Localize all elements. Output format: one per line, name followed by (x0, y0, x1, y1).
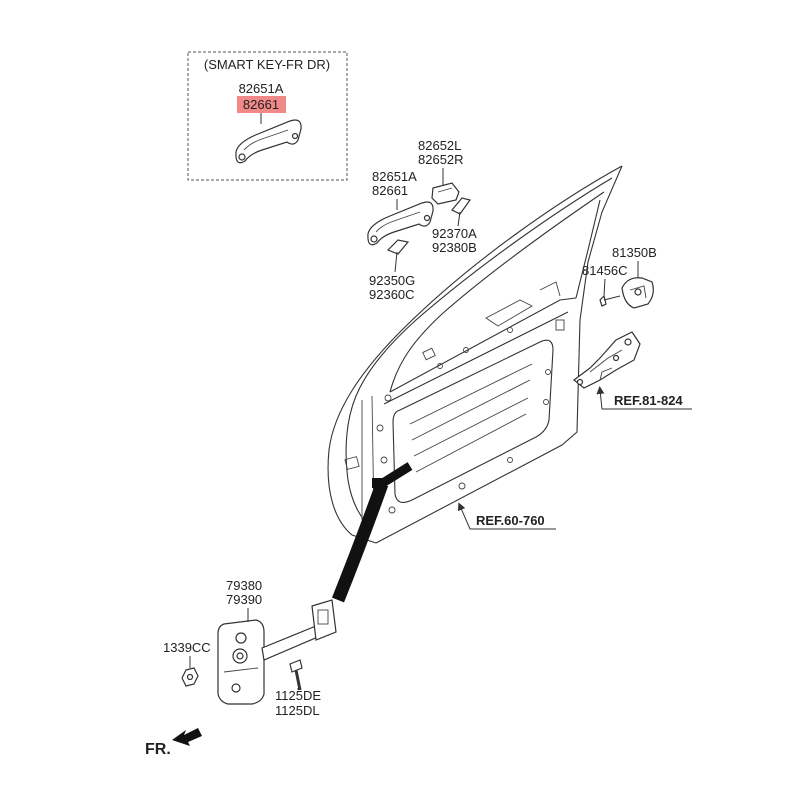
label-82661: 82661 (372, 183, 408, 198)
label-82652L: 82652L (418, 138, 461, 153)
striker-bolt (599, 294, 621, 307)
callout-striker: 81350B (612, 245, 657, 278)
label-ref-60-760: REF.60-760 (476, 513, 545, 528)
ref-arrow (596, 386, 605, 410)
outside-door-handle (367, 201, 434, 246)
label-92380B: 92380B (432, 240, 477, 255)
checker-band (331, 481, 389, 603)
label-79390: 79390 (226, 592, 262, 607)
front-door-panel (327, 165, 623, 544)
inset-door-handle (235, 119, 302, 164)
label-92370A: 92370A (432, 226, 477, 241)
inset-title: (SMART KEY-FR DR) (204, 57, 330, 72)
callout-striker-bolt: 81456C (582, 263, 628, 297)
callout-front-gasket: 92350G 92360C (369, 251, 415, 302)
label-81350B: 81350B (612, 245, 657, 260)
callout-panel-ref: REF.60-760 (457, 502, 556, 530)
checker-bolt (289, 659, 303, 691)
inset-dashed-border (187, 51, 348, 181)
label-79380: 79380 (226, 578, 262, 593)
label-1125DE: 1125DE (275, 688, 321, 703)
door-striker (621, 277, 654, 309)
checker-arm (261, 625, 321, 661)
checker-plate (311, 599, 337, 641)
rear-gasket (451, 197, 472, 215)
callout-handle-cover: 82652L 82652R (418, 138, 464, 186)
door-latch (573, 331, 641, 389)
inset-part-number-2: 82661 (243, 97, 279, 112)
front-direction-indicator: FR. (145, 728, 202, 758)
callout-checker: 79380 79390 (226, 578, 262, 622)
handle-cover (431, 182, 460, 205)
label-92360C: 92360C (369, 287, 415, 302)
door-checker-assembly (217, 599, 337, 705)
label-1339CC: 1339CC (163, 640, 211, 655)
label-82652R: 82652R (418, 152, 464, 167)
callout-outside-handle: 82651A 82661 (372, 169, 417, 210)
callout-rear-gasket: 92370A 92380B (432, 211, 477, 255)
callout-nut: 1339CC (163, 640, 211, 668)
front-gasket (386, 239, 410, 255)
smart-key-inset: (SMART KEY-FR DR) 82651A 82661 (187, 51, 348, 181)
label-1125DL: 1125DL (275, 703, 320, 718)
inset-part-number-1: 82651A (239, 81, 284, 96)
highlight-box (237, 96, 286, 113)
front-arrow-icon (172, 728, 202, 746)
ref-arrow (457, 502, 473, 530)
door-checker-strap (331, 462, 413, 603)
callout-bolt: 1125DE 1125DL (275, 688, 321, 718)
checker-nut (181, 667, 199, 687)
callout-latch-ref: REF.81-824 (596, 386, 692, 410)
checker-band-clip (372, 478, 386, 488)
label-82651A: 82651A (372, 169, 417, 184)
label-81456C: 81456C (582, 263, 628, 278)
label-ref-81-824: REF.81-824 (614, 393, 683, 408)
label-92350G: 92350G (369, 273, 415, 288)
front-label: FR. (145, 741, 171, 758)
